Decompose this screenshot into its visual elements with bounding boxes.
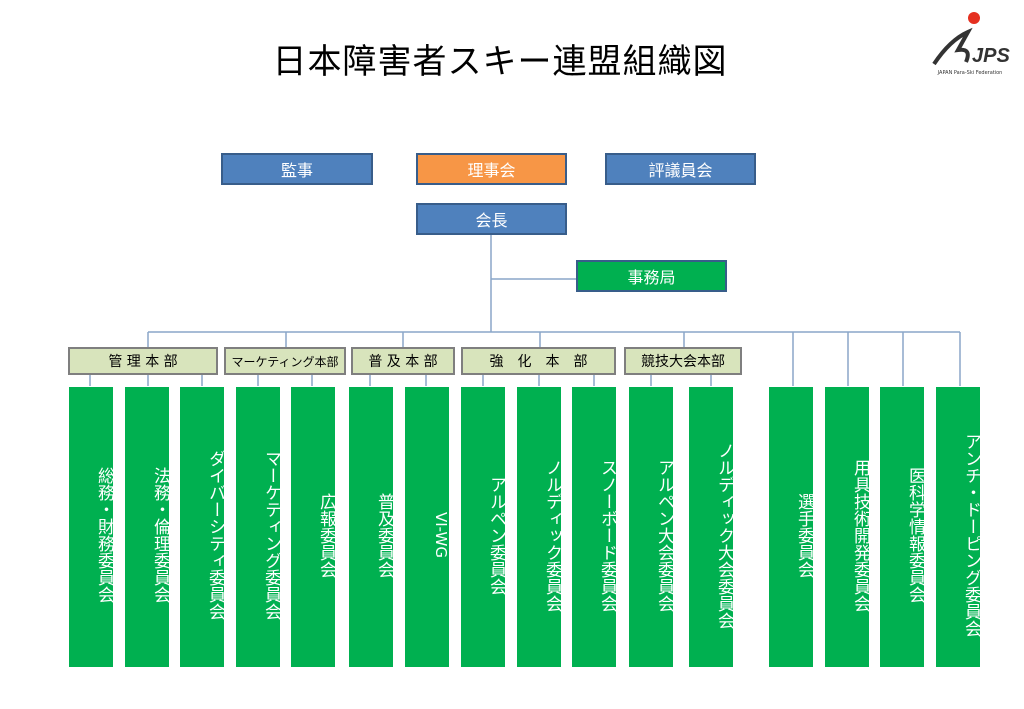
committee-medical-science: 医科学情報委員会 xyxy=(879,386,925,668)
committee-athletes: 選手委員会 xyxy=(768,386,814,668)
secretariat-box: 事務局 xyxy=(576,260,727,292)
committee-legal-ethics: 法務・倫理委員会 xyxy=(124,386,170,668)
dept-marketing: マーケティング本部 xyxy=(224,347,346,375)
dept-enhancement: 強 化 本 部 xyxy=(461,347,616,375)
committee-equipment-development: 用具技術開発委員会 xyxy=(824,386,870,668)
committee-nordic-competition: ノルディック大会委員会 xyxy=(688,386,734,668)
committee-alpine-competition: アルペン大会委員会 xyxy=(628,386,674,668)
committee-marketing: マーケティング委員会 xyxy=(235,386,281,668)
committee-general-affairs-finance: 総務・財務委員会 xyxy=(68,386,114,668)
committee-alpine: アルペン委員会 xyxy=(460,386,506,668)
committee-anti-doping: アンチ・ドーピング委員会 xyxy=(935,386,981,668)
dept-promotion: 普 及 本 部 xyxy=(351,347,455,375)
committee-diversity: ダイバーシティ委員会 xyxy=(179,386,225,668)
committee-vi-wg: VI-WG xyxy=(404,386,450,668)
auditor-box: 監事 xyxy=(221,153,373,185)
committee-public-relations: 広報委員会 xyxy=(290,386,336,668)
page-title: 日本障害者スキー連盟組織図 xyxy=(272,42,728,82)
jps-logo: JPS xyxy=(928,10,1012,80)
svg-text:JPS: JPS xyxy=(972,45,1010,67)
dept-management: 管 理 本 部 xyxy=(68,347,218,375)
committee-promotion: 普及委員会 xyxy=(348,386,394,668)
board-of-directors-box: 理事会 xyxy=(416,153,567,185)
committee-nordic: ノルディック委員会 xyxy=(516,386,562,668)
logo-subtext: JAPAN Para-Ski Federation xyxy=(937,70,1003,76)
committee-snowboard: スノーボード委員会 xyxy=(571,386,617,668)
dept-competition: 競技大会本部 xyxy=(624,347,742,375)
president-box: 会長 xyxy=(416,203,567,235)
council-box: 評議員会 xyxy=(605,153,756,185)
